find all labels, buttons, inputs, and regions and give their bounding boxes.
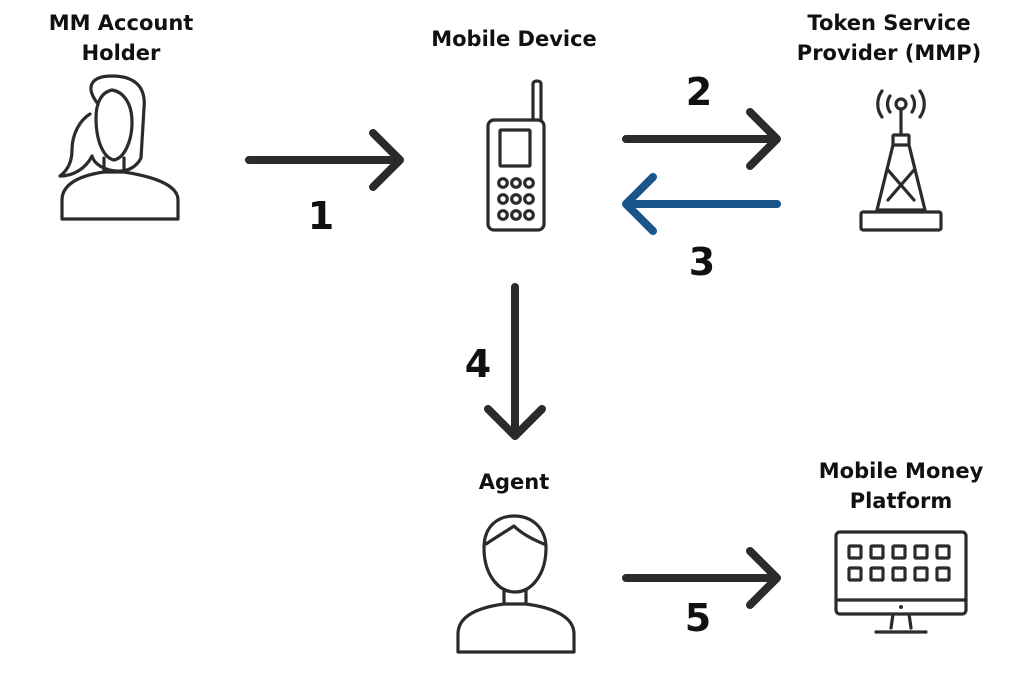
label-account-holder: MM Account Holder xyxy=(49,8,194,68)
man-icon xyxy=(456,514,576,654)
label-platform: Mobile Money Platform xyxy=(819,456,984,516)
label-line: Provider (MMP) xyxy=(796,41,982,65)
arrow-step-1 xyxy=(245,129,404,191)
woman-icon xyxy=(58,74,180,221)
monitor-icon xyxy=(834,530,968,634)
label-line: Mobile Money xyxy=(818,459,984,483)
step-number-1: 1 xyxy=(307,194,335,238)
label-line: MM Account xyxy=(48,11,194,35)
mobile-phone-icon xyxy=(486,79,546,232)
step-number-2: 2 xyxy=(685,70,713,114)
label-mobile-device: Mobile Device xyxy=(431,24,597,54)
label-line: Mobile Device xyxy=(431,27,597,51)
arrow-step-5 xyxy=(622,547,781,609)
step-number-4: 4 xyxy=(464,342,492,386)
signal-tower-icon xyxy=(859,89,943,232)
label-agent: Agent xyxy=(479,467,550,497)
label-token-service: Token Service Provider (MMP) xyxy=(797,8,981,68)
arrow-step-2 xyxy=(622,108,781,170)
label-line: Token Service xyxy=(807,11,971,35)
step-number-3: 3 xyxy=(688,240,716,284)
arrow-step-4 xyxy=(484,283,546,440)
label-line: Agent xyxy=(478,470,550,494)
step-number-5: 5 xyxy=(684,596,712,640)
arrow-step-3 xyxy=(622,173,781,235)
label-line: Platform xyxy=(849,489,953,513)
label-line: Holder xyxy=(81,41,161,65)
